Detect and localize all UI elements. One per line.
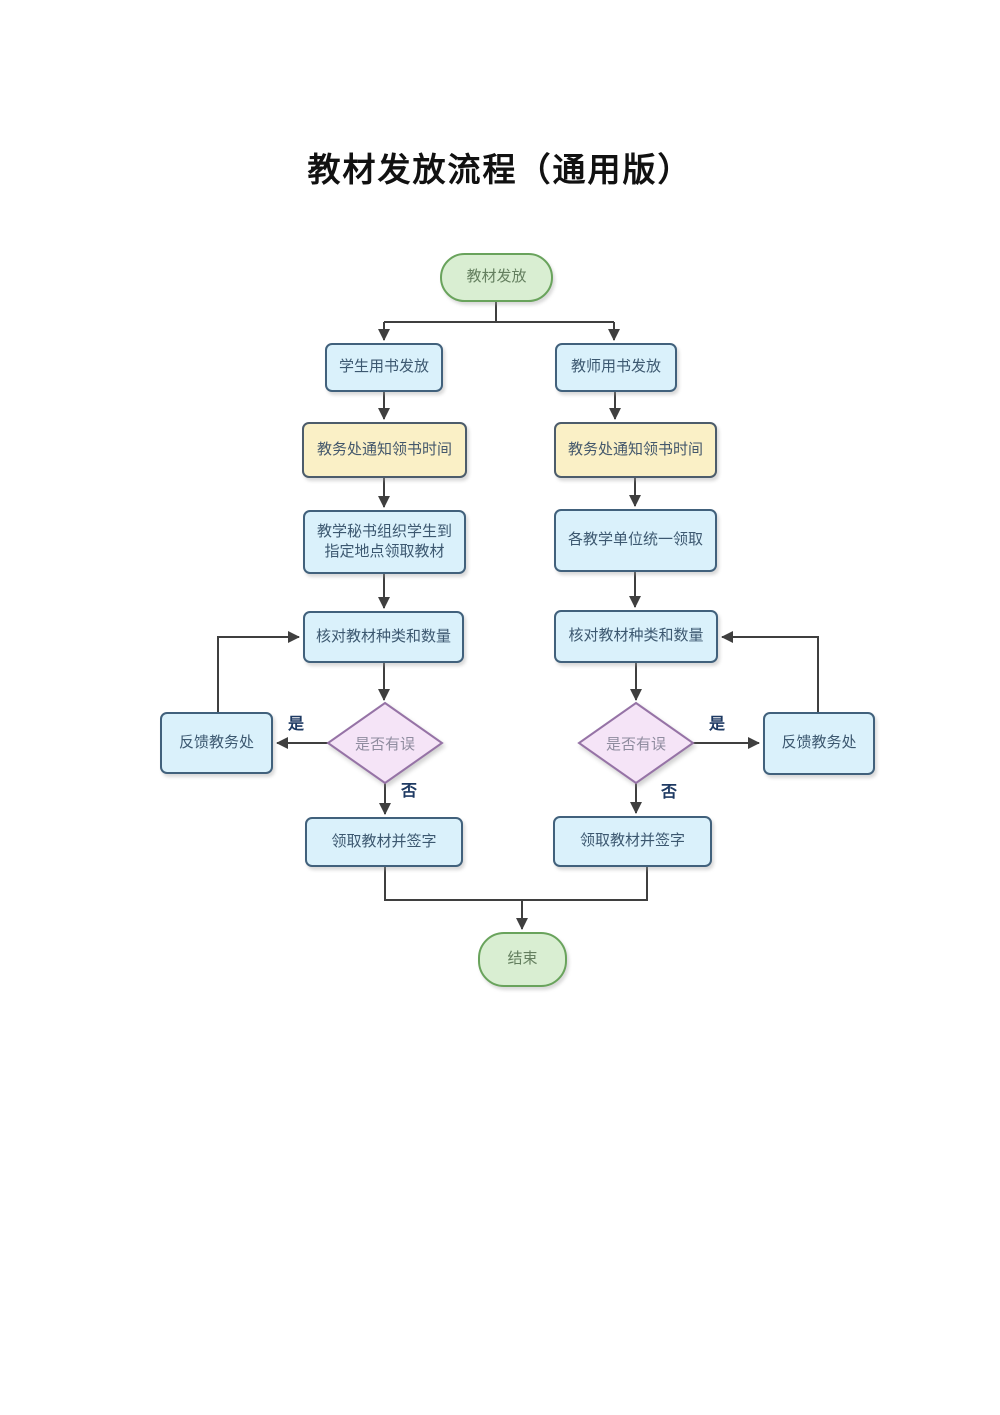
student-check-label: 核对教材种类和数量	[315, 627, 451, 645]
teacher-yes-label: 是	[709, 716, 726, 733]
teacher-feedback-label: 反馈教务处	[781, 734, 857, 752]
teacher-check-node: 核对教材种类和数量	[554, 610, 718, 663]
student-no-label: 否	[401, 783, 418, 800]
start-node-label: 教材发放	[466, 268, 527, 286]
student-yes-label: 是	[288, 716, 305, 733]
teacher-dist-label: 教师用书发放	[570, 358, 661, 376]
teacher-decision-diamond	[577, 701, 695, 785]
teacher-notify-label: 教务处通知领书时间	[567, 440, 703, 458]
edge-teacher-feedback-check	[721, 631, 819, 712]
teacher-check-label: 核对教材种类和数量	[568, 627, 704, 645]
teacher-receive-node: 各教学单位统一领取	[554, 509, 717, 572]
student-check-node: 核对教材种类和数量	[303, 611, 464, 663]
teacher-receive-label: 各教学单位统一领取	[567, 531, 703, 549]
student-notify-label: 教务处通知领书时间	[316, 440, 452, 458]
end-node: 结束	[478, 932, 567, 987]
student-feedback-label: 反馈教务处	[178, 733, 254, 751]
student-organize-node: 教学秘书组织学生到 指定地点领取教材	[303, 510, 466, 574]
edge-merge	[384, 867, 648, 901]
start-node: 教材发放	[440, 253, 553, 302]
student-sign-node: 领取教材并签字	[305, 817, 463, 867]
teacher-dist-node: 教师用书发放	[555, 343, 677, 392]
teacher-feedback-node: 反馈教务处	[763, 712, 875, 775]
teacher-sign-node: 领取教材并签字	[553, 816, 712, 867]
page-title: 教材发放流程（通用版）	[307, 153, 693, 189]
student-dist-label: 学生用书发放	[338, 358, 429, 376]
student-feedback-node: 反馈教务处	[160, 712, 273, 774]
teacher-notify-node: 教务处通知领书时间	[554, 422, 717, 478]
teacher-no-label: 否	[661, 784, 678, 801]
edge-student-feedback-check	[217, 631, 300, 712]
student-notify-node: 教务处通知领书时间	[302, 422, 467, 478]
end-node-label: 结束	[507, 950, 538, 968]
student-sign-label: 领取教材并签字	[331, 832, 437, 850]
student-decision-diamond	[326, 701, 444, 785]
student-organize-label: 教学秘书组织学生到 指定地点领取教材	[316, 522, 452, 560]
student-dist-node: 学生用书发放	[325, 343, 443, 392]
teacher-sign-label: 领取教材并签字	[579, 832, 685, 850]
